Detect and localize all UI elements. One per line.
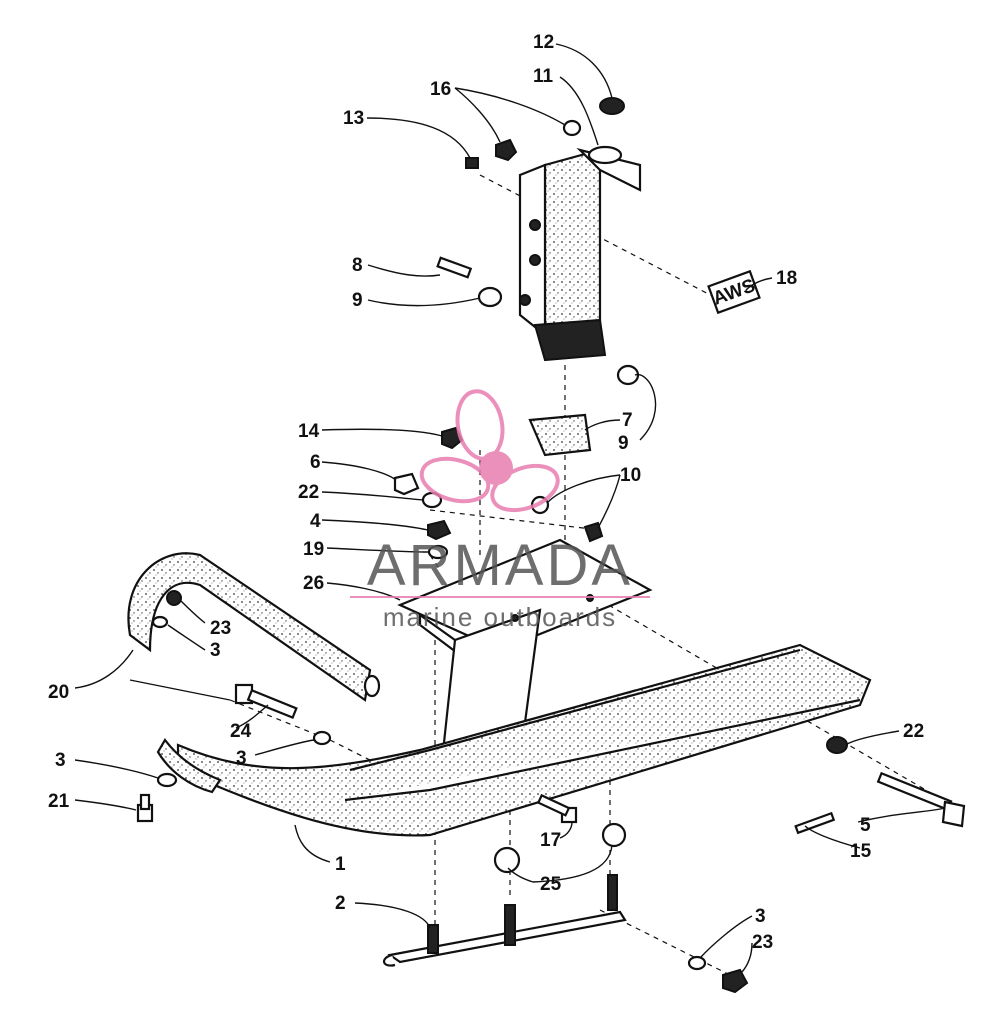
callout-22: 22 bbox=[298, 482, 319, 503]
callout-23b: 23 bbox=[752, 932, 773, 953]
nut-part-bottom bbox=[722, 968, 749, 994]
ski-handle-loop bbox=[127, 552, 381, 702]
leader-lines bbox=[74, 43, 946, 973]
wear-bar bbox=[383, 874, 627, 967]
nut-part-16 bbox=[495, 138, 518, 162]
aws-decal: AWS bbox=[707, 269, 761, 315]
callout-14: 14 bbox=[298, 421, 320, 442]
callout-6: 6 bbox=[310, 452, 321, 473]
callout-15: 15 bbox=[850, 841, 872, 862]
callout-20: 20 bbox=[48, 682, 69, 703]
callout-16: 16 bbox=[430, 79, 451, 100]
callout-3: 3 bbox=[210, 640, 221, 661]
callout-1: 1 bbox=[335, 854, 346, 875]
callout-3b: 3 bbox=[236, 748, 247, 769]
callout-19: 19 bbox=[303, 539, 324, 560]
callout-17: 17 bbox=[540, 830, 561, 851]
callout-7: 7 bbox=[622, 410, 633, 431]
callout-12: 12 bbox=[533, 32, 554, 53]
propeller-logo-icon bbox=[419, 389, 560, 513]
bushing-part-9a bbox=[477, 286, 503, 308]
callout-5: 5 bbox=[860, 815, 871, 836]
hardware-stack bbox=[393, 426, 604, 560]
callout-2: 2 bbox=[335, 893, 346, 914]
ski-body bbox=[156, 643, 872, 837]
callout-4: 4 bbox=[310, 511, 321, 532]
callout-9: 9 bbox=[352, 290, 363, 311]
callout-23: 23 bbox=[210, 618, 231, 639]
callout-25: 25 bbox=[540, 874, 562, 895]
callout-22b: 22 bbox=[903, 721, 924, 742]
pin-part-8 bbox=[436, 256, 473, 279]
callout-labels: 12 11 16 13 8 9 18 14 7 9 6 10 22 4 19 2… bbox=[48, 32, 924, 953]
spindle-assembly bbox=[518, 145, 642, 362]
callout-3d: 3 bbox=[755, 906, 766, 927]
bolt-part-13 bbox=[465, 157, 479, 169]
bolts bbox=[136, 683, 966, 835]
callout-11: 11 bbox=[533, 66, 554, 87]
watermark-tagline: marine outboards bbox=[383, 602, 617, 632]
callout-13: 13 bbox=[343, 108, 364, 129]
callout-3c: 3 bbox=[55, 750, 66, 771]
callout-24: 24 bbox=[230, 721, 252, 742]
callout-26: 26 bbox=[303, 573, 324, 594]
callout-8: 8 bbox=[352, 255, 363, 276]
bushing-part-16 bbox=[562, 119, 582, 137]
callout-18: 18 bbox=[776, 268, 797, 289]
watermark-brand: ARMADA bbox=[367, 533, 633, 598]
callout-10: 10 bbox=[620, 465, 641, 486]
callout-21: 21 bbox=[48, 791, 70, 812]
callout-9b: 9 bbox=[618, 433, 629, 454]
plug-part bbox=[599, 97, 625, 115]
bushing-part-25b bbox=[601, 822, 627, 848]
armada-watermark: ARMADA marine outboards bbox=[350, 389, 650, 632]
washer-part-bottom bbox=[687, 955, 707, 971]
spacer-block bbox=[528, 413, 592, 457]
bushing-part-25a bbox=[493, 846, 521, 874]
